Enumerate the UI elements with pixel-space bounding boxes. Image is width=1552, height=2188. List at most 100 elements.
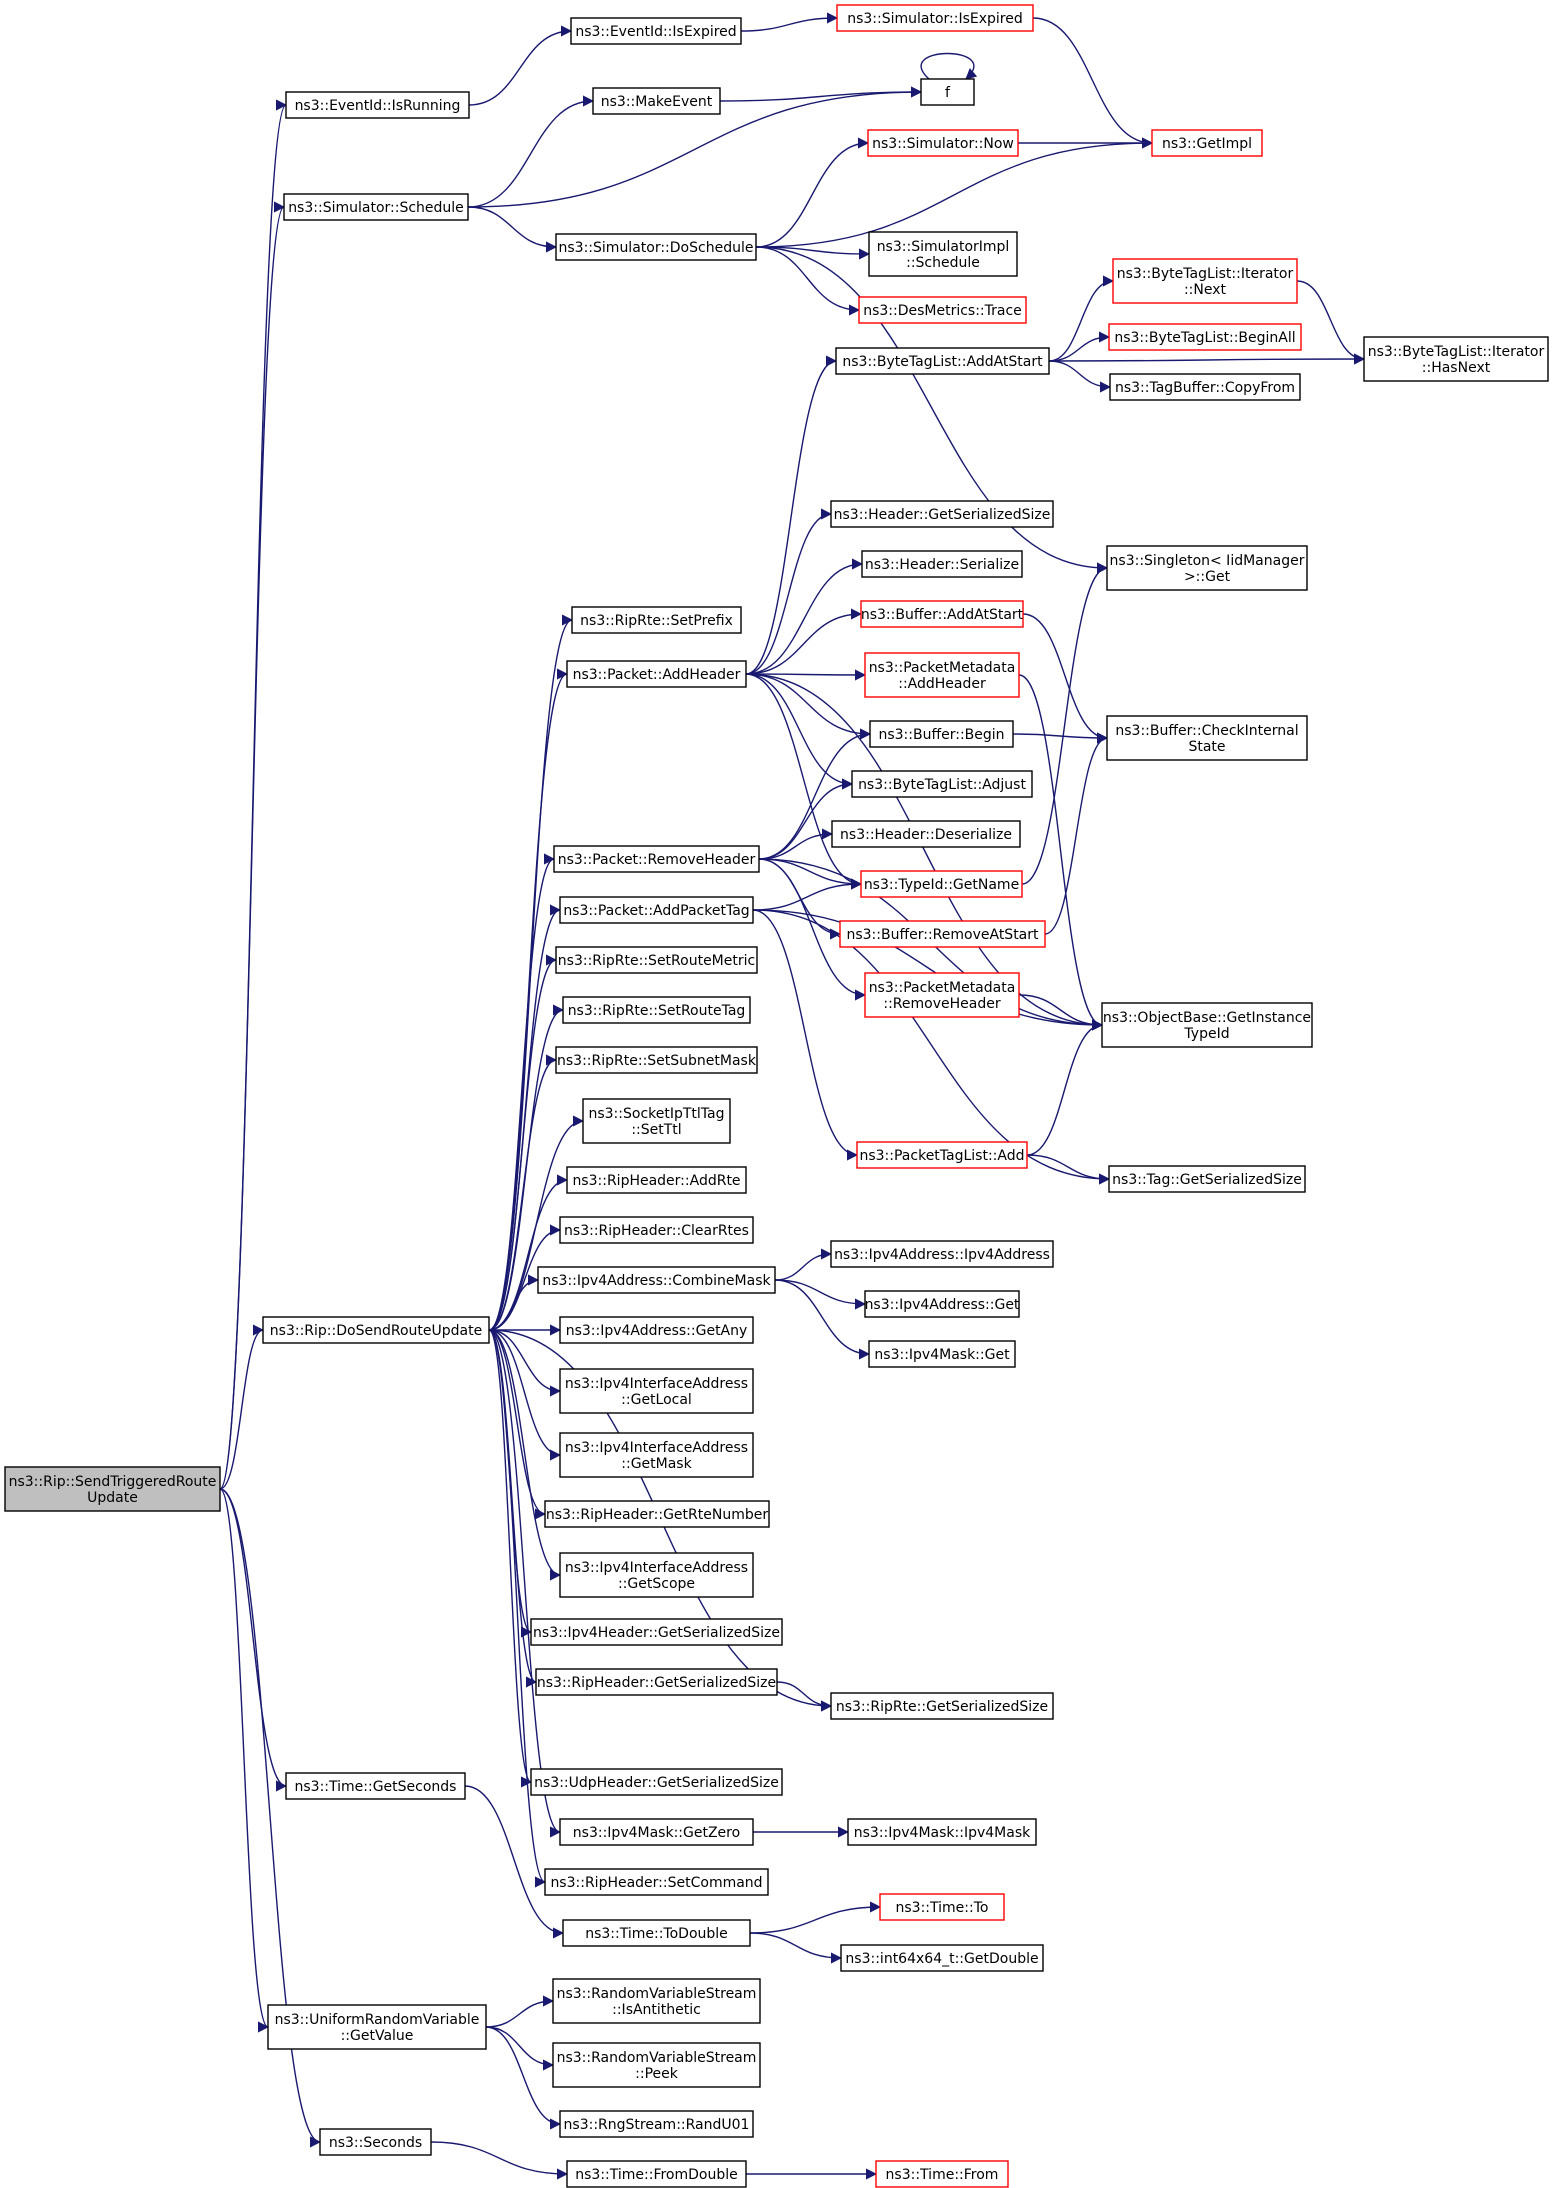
node-ptl-add[interactable]: ns3::PacketTagList::Add [856,1141,1028,1169]
node-box [830,1692,1054,1720]
node-ipv4addr-combinemask[interactable]: ns3::Ipv4Address::CombineMask [537,1266,776,1294]
node-ipv4mask-get[interactable]: ns3::Ipv4Mask::Get [868,1340,1016,1368]
node-ipv4mask-getzero[interactable]: ns3::Ipv4Mask::GetZero [559,1818,754,1846]
node-desmetrics-trace[interactable]: ns3::DesMetrics::Trace [858,296,1027,324]
node-box [1108,1165,1306,1193]
node-riprte-setprefix[interactable]: ns3::RipRte::SetPrefix [571,606,742,634]
node-ipv4mask-ipv4mask[interactable]: ns3::Ipv4Mask::Ipv4Mask [847,1818,1037,1846]
node-packet-addpackettag[interactable]: ns3::Packet::AddPacketTag [559,896,754,924]
node-rvs-isantithetic[interactable]: ns3::RandomVariableStream::IsAntithetic [552,1978,761,2024]
node-label: ns3::ByteTagList::Iterator [1368,344,1545,360]
node-sim-isexpired[interactable]: ns3::Simulator::IsExpired [836,4,1034,32]
call-edge-typeid_getname-to-singleton_get [1021,562,1109,885]
node-f[interactable]: f [920,78,975,106]
node-sim-doschedule[interactable]: ns3::Simulator::DoSchedule [555,233,757,261]
node-label: ns3::Ipv4Address::Get [865,1297,1020,1313]
node-ipv4ia-getlocal[interactable]: ns3::Ipv4InterfaceAddress::GetLocal [559,1368,754,1414]
node-ipv4addr-ipv4address[interactable]: ns3::Ipv4Address::Ipv4Address [830,1240,1054,1268]
node-label: ns3::int64x64_t::GetDouble [845,1951,1038,1967]
node-btli-next[interactable]: ns3::ByteTagList::Iterator::Next [1112,258,1298,304]
node-box [592,87,721,115]
node-box [864,972,1020,1018]
node-box [1363,336,1549,382]
node-pm-removeheader[interactable]: ns3::PacketMetadata::RemoveHeader [864,972,1020,1018]
node-box [831,820,1021,848]
node-ripheader-addrte[interactable]: ns3::RipHeader::AddRte [566,1166,747,1194]
node-seconds[interactable]: ns3::Seconds [319,2128,432,2156]
node-label: ns3::EventId::IsRunning [295,98,461,114]
call-edge-packet_addheader-to-buffer_addatstart [745,608,863,675]
node-simimpl-schedule[interactable]: ns3::SimulatorImpl::Schedule [868,231,1018,277]
node-time-getseconds[interactable]: ns3::Time::GetSeconds [285,1772,466,1800]
call-edge-sim_schedule-to-f [467,86,923,208]
node-time-to[interactable]: ns3::Time::To [879,1893,1005,1921]
node-packet-addheader[interactable]: ns3::Packet::AddHeader [566,660,747,688]
node-ipv4addr-getany[interactable]: ns3::Ipv4Address::GetAny [559,1316,754,1344]
node-rip-dosend[interactable]: ns3::Rip::DoSendRouteUpdate [262,1316,490,1344]
node-typeid-getname[interactable]: ns3::TypeId::GetName [860,870,1023,898]
node-getimpl[interactable]: ns3::GetImpl [1151,129,1263,157]
node-time-from[interactable]: ns3::Time::From [875,2160,1009,2188]
node-buffer-addatstart[interactable]: ns3::Buffer::AddAtStart [860,600,1024,628]
node-label: ns3::Simulator::Schedule [288,200,464,216]
node-label: ns3::Ipv4Address::GetAny [566,1323,748,1339]
node-btl-adjust[interactable]: ns3::ByteTagList::Adjust [851,770,1033,798]
node-label: ns3::Time::GetSeconds [295,1779,457,1795]
node-label: ns3::Header::Serialize [865,557,1019,573]
node-buffer-removeatstart[interactable]: ns3::Buffer::RemoveAtStart [839,920,1046,948]
node-eventid-isrunning[interactable]: ns3::EventId::IsRunning [285,91,470,119]
call-edge-sim_schedule-to-makeevent [467,95,595,208]
node-makeevent[interactable]: ns3::MakeEvent [592,87,721,115]
node-label: ::Schedule [906,255,980,271]
call-edge-eventid_isexpired-to-sim_isexpired [740,12,839,32]
node-box [544,1868,769,1896]
node-sim-now[interactable]: ns3::Simulator::Now [867,129,1019,157]
node-eventid-isexpired[interactable]: ns3::EventId::IsExpired [570,17,742,45]
node-ipv4ia-getmask[interactable]: ns3::Ipv4InterfaceAddress::GetMask [559,1432,754,1478]
call-edge-ripheader_getss-to-riprte_getss [776,1681,833,1712]
node-box [285,91,470,119]
node-rngstream-randu01[interactable]: ns3::RngStream::RandU01 [559,2110,754,2138]
node-ripheader-getrtenumber[interactable]: ns3::RipHeader::GetRteNumber [544,1500,770,1528]
node-rvs-peek[interactable]: ns3::RandomVariableStream::Peek [552,2042,761,2088]
node-ripheader-setcommand[interactable]: ns3::RipHeader::SetCommand [544,1868,769,1896]
node-ipv4ia-getscope[interactable]: ns3::Ipv4InterfaceAddress::GetScope [559,1552,754,1598]
node-ripheader-clearrtes[interactable]: ns3::RipHeader::ClearRtes [559,1216,754,1244]
node-pm-addheader[interactable]: ns3::PacketMetadata::AddHeader [864,652,1020,698]
call-edge-ptl_add-to-tag_getss [1026,1154,1111,1185]
node-udpheader-getss[interactable]: ns3::UdpHeader::GetSerializedSize [530,1768,783,1796]
call-edge-sim_doschedule-to-getimpl [755,137,1154,248]
node-tag-getss[interactable]: ns3::Tag::GetSerializedSize [1108,1165,1306,1193]
node-time-fromdouble[interactable]: ns3::Time::FromDouble [566,2160,747,2188]
node-riprte-getss[interactable]: ns3::RipRte::GetSerializedSize [830,1692,1054,1720]
node-ripheader-getss[interactable]: ns3::RipHeader::GetSerializedSize [535,1668,778,1696]
node-packet-removeheader[interactable]: ns3::Packet::RemoveHeader [553,845,760,873]
node-urv-getvalue[interactable]: ns3::UniformRandomVariable::GetValue [267,2004,487,2050]
node-btl-addatstart[interactable]: ns3::ByteTagList::AddAtStart [835,347,1050,375]
node-riprte-setsubnetmask[interactable]: ns3::RipRte::SetSubnetMask [555,1046,758,1074]
node-header-serialize[interactable]: ns3::Header::Serialize [861,550,1023,578]
node-btl-beginall[interactable]: ns3::ByteTagList::BeginAll [1108,323,1302,351]
node-singleton-get[interactable]: ns3::Singleton< IidManager >::Get [1106,545,1308,591]
node-buffer-begin[interactable]: ns3::Buffer::Begin [869,720,1014,748]
node-time-todouble[interactable]: ns3::Time::ToDouble [562,1919,751,1947]
node-box [559,1552,754,1598]
node-ipv4addr-get[interactable]: ns3::Ipv4Address::Get [864,1290,1020,1318]
node-btli-hasnext[interactable]: ns3::ByteTagList::Iterator::HasNext [1363,336,1549,382]
node-ipv4header-getss[interactable]: ns3::Ipv4Header::GetSerializedSize [530,1618,783,1646]
node-sim-schedule[interactable]: ns3::Simulator::Schedule [283,193,469,221]
node-header-deserialize[interactable]: ns3::Header::Deserialize [831,820,1021,848]
node-box [544,1500,770,1528]
node-int64-getdouble[interactable]: ns3::int64x64_t::GetDouble [840,1944,1044,1972]
node-tagbuffer-copyfrom[interactable]: ns3::TagBuffer::CopyFrom [1109,373,1301,401]
node-riprte-setroutetag[interactable]: ns3::RipRte::SetRouteTag [562,996,751,1024]
node-header-getss[interactable]: ns3::Header::GetSerializedSize [830,500,1054,528]
node-label: ns3::Singleton< IidManager [1110,553,1305,569]
node-riprte-setroutemetric[interactable]: ns3::RipRte::SetRouteMetric [555,946,758,974]
node-label: ns3::Buffer::CheckInternal [1115,723,1298,739]
node-socketipttltag-setttl[interactable]: ns3::SocketIpTtlTag::SetTtl [582,1098,731,1144]
call-edge-root-to-seconds [219,1488,322,2148]
